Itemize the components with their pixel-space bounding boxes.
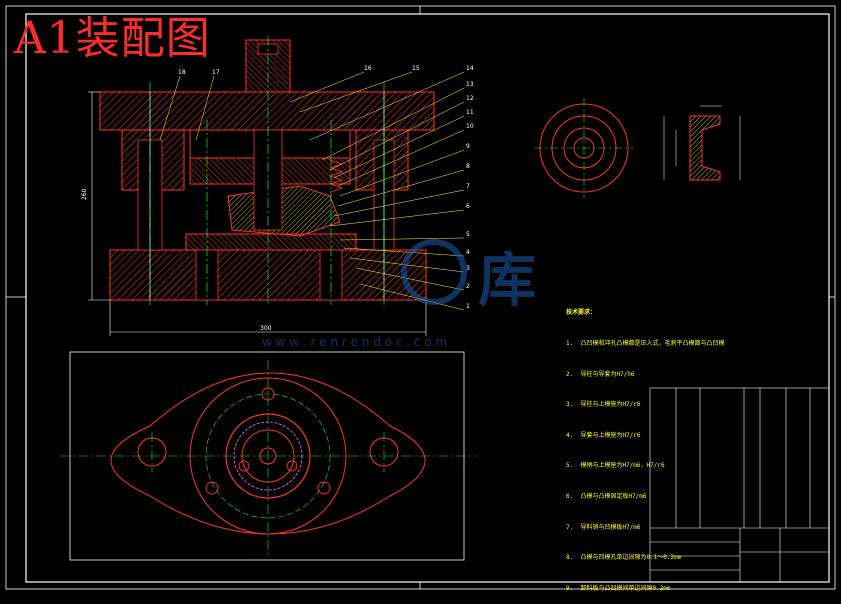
note-item: 6. 凸模与凸模固定板H7/m6 bbox=[566, 493, 647, 501]
balloon-label: 15 bbox=[412, 65, 420, 72]
note-item: 7. 导料销与凹模板H7/m6 bbox=[566, 523, 641, 531]
balloon-label: 6 bbox=[466, 203, 470, 210]
balloon-label: 8 bbox=[466, 163, 470, 170]
note-item: 2. 导柱与导套为H7/h6 bbox=[566, 370, 635, 378]
sheet-title: A1装配图 bbox=[14, 13, 211, 64]
balloon-label: 5 bbox=[466, 231, 470, 238]
balloon-leaders bbox=[159, 71, 465, 311]
svg-text:库: 库 bbox=[478, 246, 536, 314]
technical-requirements: 技术要求： 1. 凸凹模和冲孔凸模都是压入式，毛刺平凸模面与凸凹模 2. 导柱与… bbox=[566, 288, 724, 604]
balloon-label: 16 bbox=[364, 65, 372, 72]
balloon-label: 1 bbox=[466, 303, 470, 310]
drawing-frame bbox=[5, 5, 836, 590]
watermark: 库 w w w . r e n r e n d o c . c o m bbox=[262, 239, 536, 349]
front-section-view bbox=[88, 36, 435, 336]
overall-height-dimension: 260 bbox=[81, 188, 88, 200]
balloon-label: 9 bbox=[466, 143, 470, 150]
balloon-label: 13 bbox=[466, 81, 474, 88]
balloon-label: 2 bbox=[466, 283, 470, 290]
note-item: 1. 凸凹模和冲孔凸模都是压入式，毛刺平凸模面与凸凹模 bbox=[566, 340, 725, 348]
note-item: 5. 模柄与上模座为H7/m6，H7/r6 bbox=[566, 462, 665, 470]
note-item: 4. 导套与上模座为H7/r6 bbox=[566, 431, 641, 439]
balloon-label: 17 bbox=[212, 69, 220, 76]
balloon-label: 18 bbox=[178, 69, 186, 76]
part-detail-view bbox=[534, 98, 741, 198]
balloon-label: 12 bbox=[466, 95, 474, 102]
balloon-label: 7 bbox=[466, 183, 470, 190]
balloon-label: 4 bbox=[466, 249, 470, 256]
balloon-label: 14 bbox=[466, 65, 474, 72]
parts-list-table bbox=[649, 387, 830, 583]
note-item: 9. 卸料板与凸凹模间单边间隙0.2mm bbox=[566, 584, 671, 592]
plan-view bbox=[60, 351, 476, 561]
balloon-label: 10 bbox=[466, 123, 474, 130]
balloon-label: 11 bbox=[466, 109, 474, 116]
svg-text:w w w . r e n r e n d o c . c: w w w . r e n r e n d o c . c o m bbox=[262, 335, 447, 349]
note-item: 8. 凸模与凹模孔单边间隙为0.1～0.2mm bbox=[566, 554, 682, 562]
overall-width-dimension: 300 bbox=[260, 325, 272, 332]
note-item: 3. 导柱与上模座为H7/r6 bbox=[566, 401, 641, 409]
notes-heading: 技术要求： bbox=[566, 309, 597, 317]
balloon-label: 3 bbox=[466, 265, 470, 272]
